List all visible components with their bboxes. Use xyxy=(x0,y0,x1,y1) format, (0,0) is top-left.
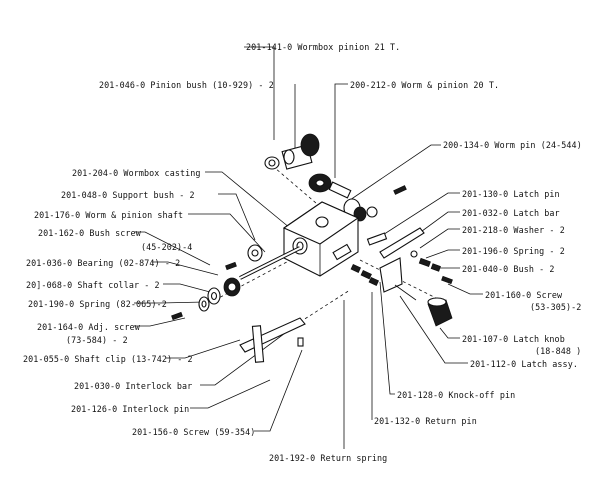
label-support-bush: 201-048-0 Support bush - 2 xyxy=(61,190,195,200)
interlock-bar-part xyxy=(239,317,306,363)
worm-pinion-part xyxy=(308,173,352,199)
bearing-part xyxy=(223,277,241,297)
right-screw-part xyxy=(441,275,453,285)
label-shaft-clip: 201-055-0 Shaft clip (13-742) - 2 xyxy=(23,354,193,364)
support-bush-part xyxy=(247,244,263,262)
bush-screw-part xyxy=(225,261,237,271)
wormbox-casting-part xyxy=(282,201,360,277)
label-return-spring: 201-192-0 Return spring xyxy=(269,453,388,463)
adj-screw-part xyxy=(171,311,183,321)
label-spring-right: 201-196-0 Spring - 2 xyxy=(462,246,565,256)
label-wormbox-casting: 201-204-0 Wormbox casting xyxy=(72,168,201,178)
label-worm-pinion-shaft: 201-176-0 Worm & pinion shaft xyxy=(34,210,184,220)
latch-bar-part xyxy=(379,227,425,259)
latch-assy-part xyxy=(379,257,417,301)
wormbox-pinion-part xyxy=(281,133,320,170)
label-latch-pin: 201-130-0 Latch pin xyxy=(462,189,560,199)
shaft-collar-part xyxy=(207,287,221,305)
latch-knob-part xyxy=(427,297,453,327)
label-knock-off-pin: 201-128-0 Knock-off pin xyxy=(397,390,516,400)
label-latch-bar: 201-032-0 Latch bar xyxy=(462,208,560,218)
worm-pin-part xyxy=(393,185,407,195)
worm-pinion-shaft-part xyxy=(239,246,301,280)
interlock-pin-part xyxy=(297,337,304,347)
washer-spring-bush-parts xyxy=(410,250,441,272)
label-latch-assy: 201-112-0 Latch assy. xyxy=(470,359,578,369)
pinion-bush-part xyxy=(264,156,280,170)
label-worm-pin: 200-134-0 Worm pin (24-544) xyxy=(443,140,582,150)
label-screw-right: 201-160-0 Screw xyxy=(485,290,563,300)
label-bearing: 201-036-0 Bearing (02-874) - 2 xyxy=(26,258,181,268)
spring-part xyxy=(198,296,210,312)
label-adj-screw: 201-164-0 Adj. screw xyxy=(37,322,140,332)
label-interlock-pin: 201-126-0 Interlock pin xyxy=(71,404,190,414)
latch-pin-part xyxy=(366,232,388,246)
label-shaft-collar: 20]-068-0 Shaft collar - 2 xyxy=(26,280,160,290)
label-latch-knob-ref: (18-848 ) xyxy=(535,346,582,356)
label-spring-left: 201-190-0 Spring (82-065)-2 xyxy=(28,299,167,309)
leader-lines xyxy=(134,46,483,449)
label-washer: 201-218-0 Washer - 2 xyxy=(462,225,565,235)
return-parts xyxy=(350,263,380,286)
label-bush-screw-ref: (45-202)-4 xyxy=(141,242,193,252)
label-bush-screw: 201-162-0 Bush screw xyxy=(38,228,141,238)
label-interlock-bar: 201-030-0 Interlock bar xyxy=(74,381,193,391)
label-worm-pinion: 200-212-0 Worm & pinion 20 T. xyxy=(350,80,500,90)
label-bush: 201-040-0 Bush - 2 xyxy=(462,264,555,274)
label-latch-knob: 201-107-0 Latch knob xyxy=(462,334,565,344)
label-screw-bottom: 201-156-0 Screw (59-354) xyxy=(132,427,256,437)
label-return-pin: 201-132-0 Return pin xyxy=(374,416,477,426)
label-screw-right-ref: (53-305)-2 xyxy=(530,302,582,312)
label-pinion-bush: 201-046-0 Pinion bush (10-929) - 2 xyxy=(99,80,274,90)
label-wormbox-pinion: 201-141-0 Wormbox pinion 21 T. xyxy=(246,42,401,52)
label-adj-screw-ref: (73-584) - 2 xyxy=(66,335,128,345)
